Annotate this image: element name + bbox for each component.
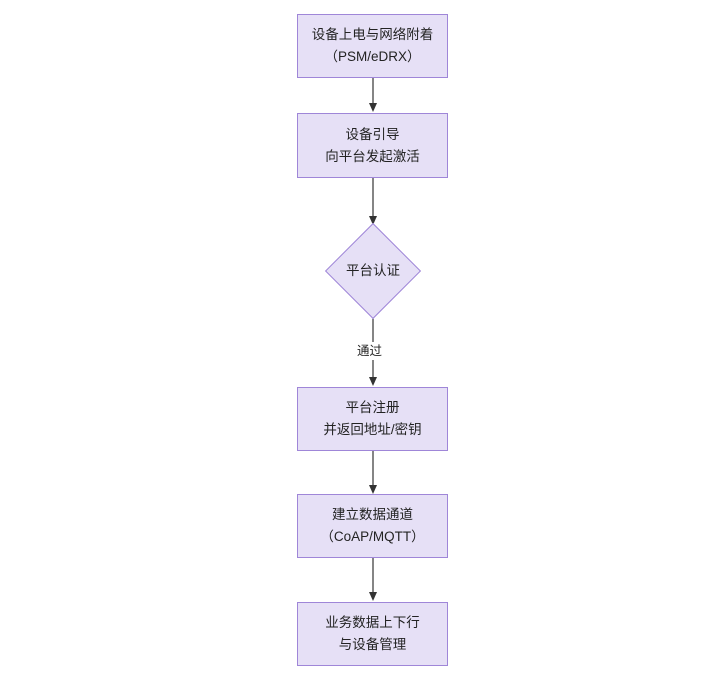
node-service-data[interactable]: 业务数据上下行 与设备管理 xyxy=(297,602,448,666)
edge-platform-register-to-data-channel xyxy=(365,450,381,496)
node-bootstrap[interactable]: 设备引导 向平台发起激活 xyxy=(297,113,448,178)
node-platform-auth[interactable] xyxy=(324,222,422,320)
node-power-on[interactable]: 设备上电与网络附着 （PSM/eDRX） xyxy=(297,14,448,78)
edge-data-channel-to-service-data xyxy=(365,558,381,603)
edge-label-pass: 通过 xyxy=(355,342,385,360)
node-bootstrap-line-1: 设备引导 xyxy=(345,126,400,142)
node-service-data-line-2: 与设备管理 xyxy=(338,637,407,652)
node-platform-register-line-1: 平台注册 xyxy=(345,400,400,415)
edge-bootstrap-to-platform-auth xyxy=(365,178,381,227)
node-power-on-line-1: 设备上电与网络附着 xyxy=(311,27,434,42)
edge-power-on-to-bootstrap xyxy=(365,78,381,114)
node-platform-register[interactable]: 平台注册 并返回地址/密钥 xyxy=(297,387,448,451)
node-data-channel-line-2: （CoAP/MQTT） xyxy=(320,529,425,544)
node-bootstrap-line-2: 向平台发起激活 xyxy=(325,148,420,164)
node-service-data-line-1: 业务数据上下行 xyxy=(325,615,420,630)
node-data-channel-line-1: 建立数据通道 xyxy=(332,507,413,522)
node-data-channel[interactable]: 建立数据通道 （CoAP/MQTT） xyxy=(297,494,448,558)
node-power-on-line-2: （PSM/eDRX） xyxy=(324,49,421,64)
node-platform-register-line-2: 并返回地址/密钥 xyxy=(323,422,422,437)
